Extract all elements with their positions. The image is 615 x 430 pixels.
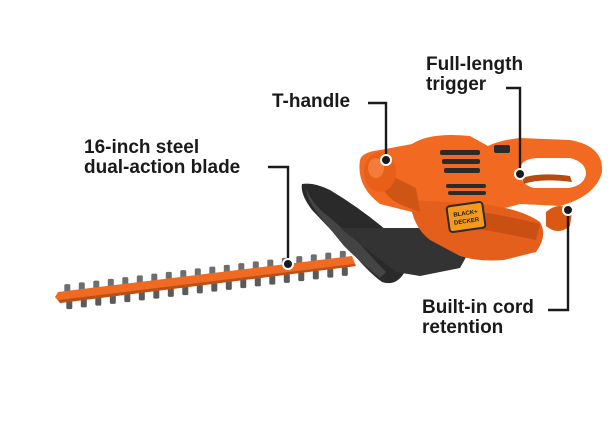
blade-callout-line2: dual-action blade [84, 157, 241, 178]
hand-guard [301, 183, 470, 284]
blade-tooth-bottom [211, 282, 218, 292]
cord-dot [562, 204, 574, 216]
cord-leader-line [548, 210, 570, 312]
blade-callout-line1: 16-inch steel [84, 137, 200, 158]
blade-tooth-bottom [298, 272, 305, 282]
blade [55, 250, 356, 310]
t-handle-callout: T-handle [272, 92, 350, 112]
cord-callout: Built-in cord retention [422, 298, 534, 338]
t-handle-leader-line [368, 101, 388, 160]
blade-tooth-bottom [312, 270, 319, 280]
trigger-callout: Full-length trigger [426, 55, 523, 95]
blade-tooth-bottom [283, 273, 290, 283]
blade-tooth-bottom [254, 277, 261, 287]
brand-badge-line1: BLACK+ [453, 209, 479, 218]
trigger-leader-line [506, 86, 522, 174]
blade-tooth-bottom [138, 291, 145, 301]
motor-housing [359, 135, 603, 261]
blade-tooth-bottom [196, 284, 203, 294]
blade-tooth-bottom [109, 294, 116, 304]
cord-callout-line2: retention [422, 317, 504, 338]
blade-tooth-bottom [124, 293, 131, 303]
blade-dot [282, 258, 294, 270]
brand-badge: BLACK+ DECKER [445, 201, 487, 233]
blade-tooth-bottom [80, 298, 87, 308]
trigger-dot [514, 168, 526, 180]
trigger-callout-line2: trigger [426, 74, 487, 95]
blade-tooth-bottom [341, 266, 348, 276]
cord-callout-line1: Built-in cord [422, 297, 534, 318]
t-handle-callout-line1: T-handle [272, 91, 351, 112]
callout-dots [282, 154, 574, 270]
blade-tooth-bottom [240, 279, 247, 289]
blade-tooth-bottom [66, 300, 73, 310]
blade-tooth-bottom [269, 275, 276, 285]
blade-tooth-bottom [225, 280, 232, 290]
blade-tooth-bottom [153, 289, 160, 299]
brand-badge-line2: DECKER [454, 217, 481, 227]
blade-callout: 16-inch steel dual-action blade [84, 138, 240, 178]
blade-tooth-bottom [182, 286, 189, 296]
blade-bar-edge [58, 264, 356, 303]
blade-teeth-bottom [66, 266, 348, 310]
t-handle-dot [380, 154, 392, 166]
leader-lines [268, 86, 570, 312]
blade-tooth-bottom [327, 268, 334, 278]
trigger-callout-line1: Full-length [426, 54, 524, 75]
blade-tooth-bottom [95, 296, 102, 306]
blade-tooth-bottom [167, 287, 174, 297]
blade-leader-line [268, 165, 290, 264]
